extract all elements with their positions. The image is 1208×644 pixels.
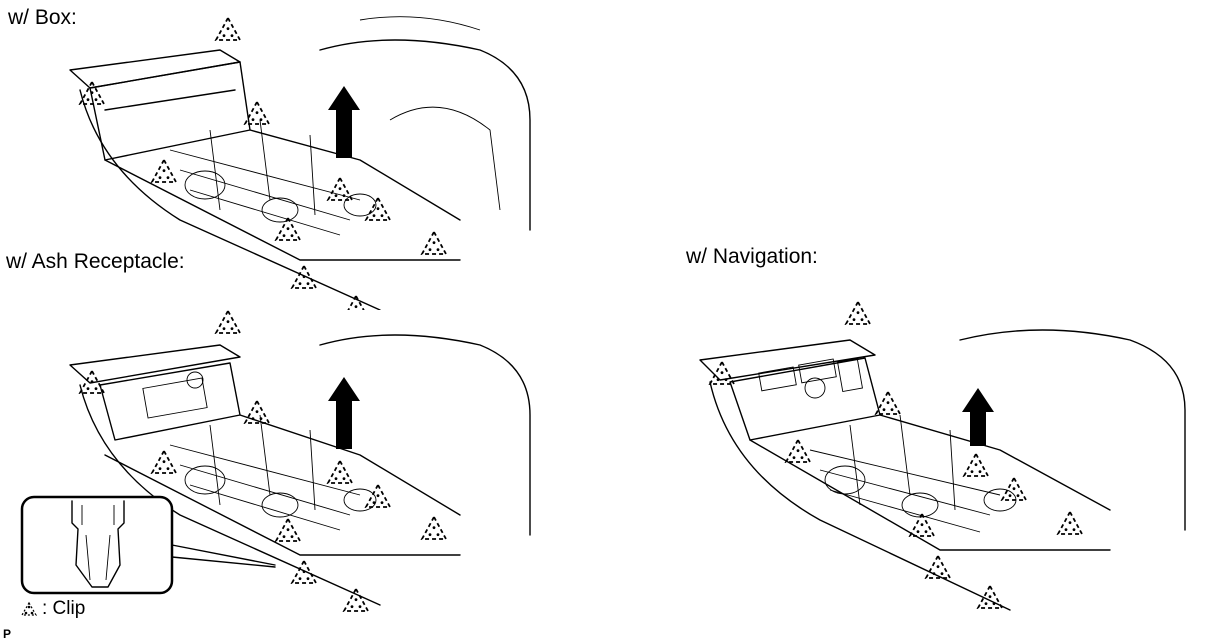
clip-marker-icon (784, 438, 812, 463)
console-outline (69, 16, 531, 310)
console-illustration-ash-receptacle (69, 309, 531, 612)
label-with-navigation: w/ Navigation: (686, 245, 818, 268)
clip-marker-icon (274, 517, 302, 542)
clip-marker-icon (290, 264, 318, 289)
clip-marker-icon (214, 309, 242, 334)
clip-marker-icon (1000, 476, 1028, 501)
clip-marker-icon (962, 452, 990, 477)
clip-marker-icon (364, 196, 392, 221)
clip-marker-icon (290, 559, 318, 584)
console-outline (699, 329, 1186, 611)
clip-marker-icon (326, 176, 354, 201)
clip-detail-drawing (71, 500, 125, 588)
clip-marker-icon (150, 449, 178, 474)
clip-marker-icon (342, 587, 370, 612)
console-illustration-navigation (699, 300, 1186, 611)
console-illustration-box (69, 16, 531, 310)
clip-markers (78, 16, 448, 310)
clip-marker-icon (1056, 510, 1084, 535)
clip-detail-inset (20, 495, 276, 595)
clip-marker-icon (214, 16, 242, 41)
clip-marker-icon (243, 399, 271, 424)
clip-marker-icon (908, 512, 936, 537)
clip-markers (708, 300, 1084, 609)
clip-marker-icon (874, 390, 902, 415)
clip-marker-icon (274, 216, 302, 241)
clip-marker-icon (420, 515, 448, 540)
clip-marker-icon (844, 300, 872, 325)
label-with-ash-receptacle: w/ Ash Receptacle: (6, 250, 185, 273)
clip-legend: : Clip (20, 598, 85, 620)
clip-marker-icon (364, 483, 392, 508)
clip-marker-icon (924, 554, 952, 579)
figure-code: P (3, 627, 12, 641)
removal-arrow (962, 388, 994, 446)
clip-legend-text: : Clip (42, 598, 86, 619)
clip-markers (78, 309, 448, 612)
clip-marker-icon (78, 80, 106, 105)
removal-arrow (328, 86, 360, 158)
label-with-box: w/ Box: (8, 6, 77, 29)
clip-marker-icon (420, 230, 448, 255)
clip-marker-icon (976, 584, 1004, 609)
clip-marker-icon (150, 158, 178, 183)
removal-arrow (328, 377, 360, 449)
clip-marker-icon (243, 100, 271, 125)
clip-marker-icon (78, 369, 106, 394)
clip-marker-icon (708, 360, 736, 385)
clip-marker-icon (326, 459, 354, 484)
clip-symbol-icon (20, 601, 38, 616)
